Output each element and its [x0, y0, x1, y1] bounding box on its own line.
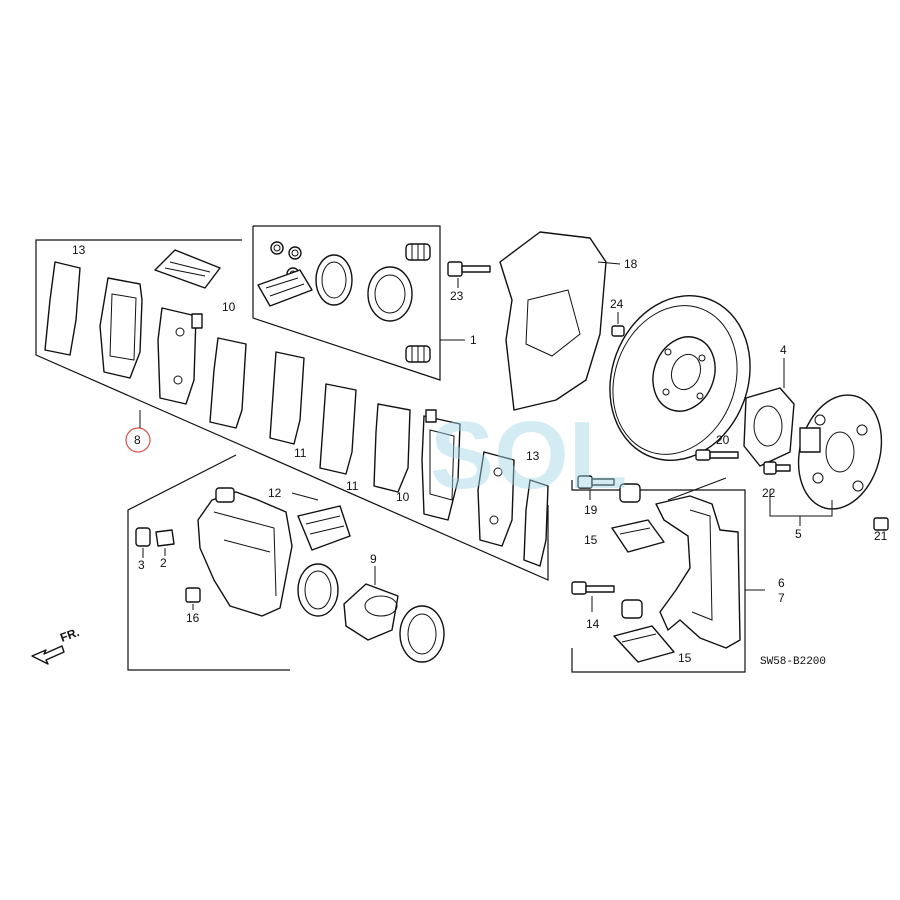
- callout-7: 7: [778, 591, 785, 605]
- callout-8: 8: [134, 433, 141, 447]
- callout-13-left: 13: [72, 243, 86, 257]
- callout-13-right: 13: [526, 449, 540, 463]
- callout-6: 6: [778, 576, 785, 590]
- hub-bearing: [743, 358, 795, 467]
- front-arrow-label: FR.: [58, 625, 81, 645]
- caliper-frame: [127, 454, 290, 671]
- seal-kit: [257, 241, 465, 363]
- bolt-22: [763, 461, 791, 475]
- watermark-text: SOL: [430, 402, 627, 509]
- callout-9: 9: [370, 552, 377, 566]
- pad-clip-lower: [613, 625, 675, 663]
- bolt-20: [695, 449, 739, 461]
- callout-22: 22: [762, 486, 776, 500]
- hub-flange: [797, 394, 883, 510]
- callout-20: 20: [716, 433, 730, 447]
- front-arrow: FR.: [31, 625, 81, 665]
- seal-kit-frame: [252, 225, 441, 381]
- pad-kit-frame: [35, 239, 549, 581]
- callout-labels: 1 2 3 4 5 6 7 8 9 10 10 11 11 12 13 13 1…: [72, 243, 888, 665]
- bracket-frame: [571, 480, 746, 673]
- pad-shim-set: [44, 249, 549, 567]
- callout-10-left: 10: [222, 300, 236, 314]
- callout-12: 12: [268, 486, 282, 500]
- callout-11-left: 11: [294, 446, 307, 460]
- callout-19: 19: [584, 503, 598, 517]
- bolt-23: [447, 261, 491, 288]
- callout-15-upper: 15: [584, 533, 598, 547]
- callout-23: 23: [450, 289, 464, 303]
- callout-15-lower: 15: [678, 651, 692, 665]
- brake-disc: [609, 295, 751, 461]
- callout-3: 3: [138, 558, 145, 572]
- callout-18: 18: [624, 257, 638, 271]
- diagram-code: SW58-B2200: [760, 656, 826, 668]
- caliper-assembly: [135, 487, 445, 663]
- callout-14: 14: [586, 617, 600, 631]
- callout-5: 5: [795, 527, 802, 541]
- callout-1: 1: [470, 333, 477, 347]
- callout-21: 21: [874, 529, 888, 543]
- caliper-bracket: [655, 495, 765, 649]
- watermark: SOL: [430, 402, 627, 509]
- callout-2: 2: [160, 556, 167, 570]
- pad-clip-upper: [611, 519, 665, 553]
- splash-shield: [499, 231, 621, 411]
- bolt-24: [611, 312, 625, 337]
- bolt-21: [873, 517, 889, 531]
- callout-11-mid: 11: [346, 479, 359, 493]
- guide-pin-14: [571, 581, 643, 619]
- guide-pin-19: [577, 475, 641, 503]
- callout-8-highlight: [125, 427, 151, 453]
- callout-16: 16: [186, 611, 200, 625]
- bracket-5-leader: [667, 477, 833, 526]
- callout-10-mid: 10: [396, 490, 410, 504]
- callout-24: 24: [610, 297, 624, 311]
- callout-4: 4: [780, 343, 787, 357]
